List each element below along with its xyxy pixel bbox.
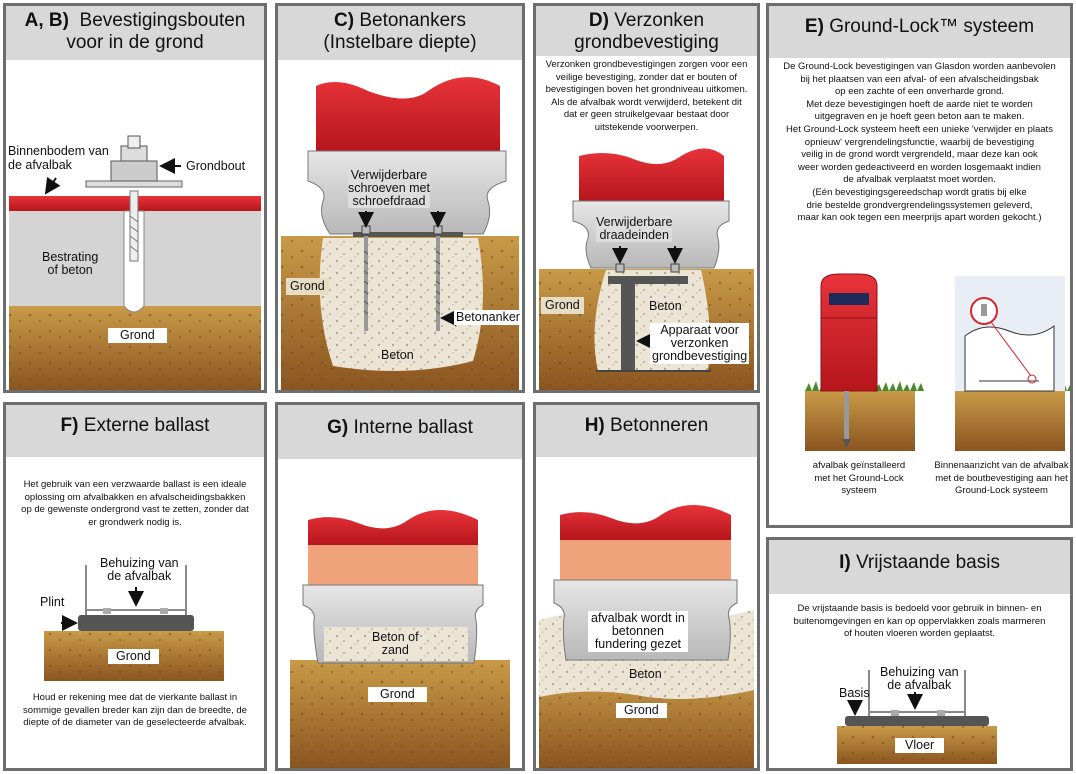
external-ballast-diagram [44, 565, 224, 681]
panel-concrete-anchors: C) Betonankers(Instelbare diepte) Verwij… [275, 3, 525, 393]
panel-title: C) Betonankers(Instelbare diepte) [278, 6, 522, 60]
freestanding-base-diagram [837, 670, 997, 764]
label-ground: Grond [108, 649, 159, 664]
panel-title: E) Ground-Lock™ systeem [769, 6, 1070, 58]
panel-title: G) Interne ballast [278, 405, 522, 459]
label-plinth: Plint [40, 595, 65, 609]
label-ground: Grond [541, 297, 584, 314]
ground-bolt-diagram [9, 135, 261, 390]
panel-external-ballast: F) Externe ballast Het gebruik van een v… [3, 402, 267, 771]
label-ground: Grond [108, 328, 167, 343]
label-ground: Grond [616, 703, 667, 718]
label-concrete: Beton [649, 299, 682, 313]
description: De vrijstaande basis is bedoeld voor geb… [793, 603, 1046, 640]
label-ground: Grond [368, 687, 427, 702]
panel-title: I) Vrijstaande basis [769, 540, 1070, 594]
label-ground: Grond [286, 278, 329, 295]
panel-title: F) Externe ballast [6, 405, 264, 457]
label-ground-bolt: Grondbout [186, 159, 246, 173]
panel-title: H) Betonneren [536, 405, 757, 457]
label-anchor: Betonanker [454, 310, 522, 325]
description: De Ground-Lock bevestigingen van Glasdon… [783, 61, 1056, 224]
internal-ballast-diagram [290, 510, 510, 768]
label-base: Basis [839, 686, 870, 700]
description: Het gebruik van een verzwaarde ballast i… [21, 479, 249, 528]
panel-freestanding-base: I) Vrijstaande basis De vrijstaande basi… [766, 537, 1073, 771]
label-floor: Vloer [895, 738, 945, 753]
label-concrete: Beton [629, 667, 662, 681]
panel-ground-lock: E) Ground-Lock™ systeem De Ground-Lock b… [766, 3, 1073, 528]
note: Houd er rekening mee dat de vierkante ba… [23, 692, 247, 729]
description: Verzonken grondbevestigingen zorgen voor… [545, 59, 748, 133]
ground-lock-diagram [805, 273, 1070, 451]
label-concrete: Beton [381, 348, 414, 362]
